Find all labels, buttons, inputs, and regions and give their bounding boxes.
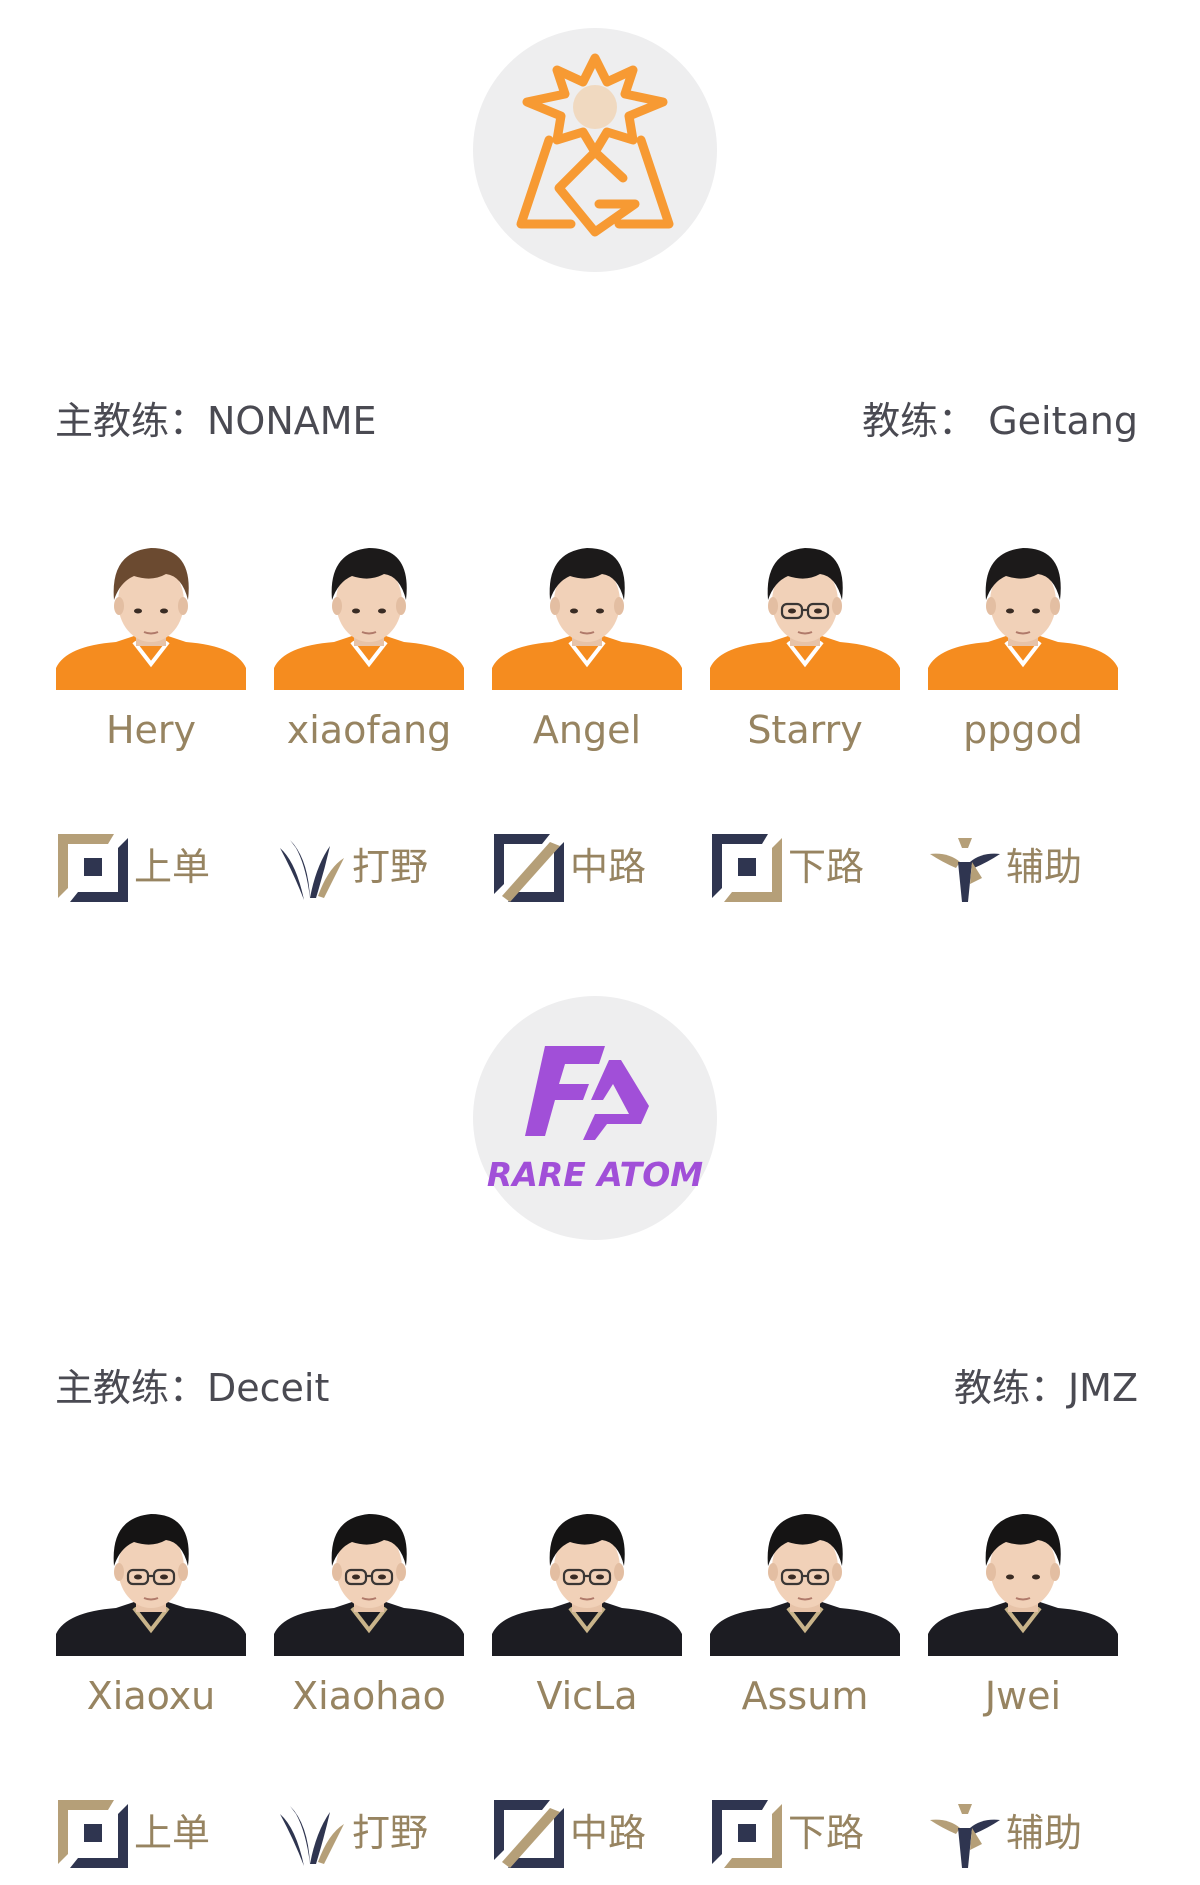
role-label: 打野: [352, 845, 429, 889]
player-name: VicLa: [536, 1674, 638, 1718]
role-top: 上单: [56, 1794, 256, 1874]
head-coach-label: 主教练：NONAME: [55, 399, 377, 443]
role-bot: 下路: [710, 828, 910, 908]
role-jungle: 打野: [274, 828, 474, 908]
role-top: 上单: [56, 828, 256, 908]
player-name: ppgod: [963, 708, 1083, 752]
role-label: 上单: [134, 845, 211, 889]
ultra-prime-logo-icon[interactable]: [473, 28, 717, 272]
player-roster: Xiaoxu Xiaohao VicLa Assum Jwei: [56, 1484, 1120, 1724]
mid-lane-icon: [492, 1798, 566, 1870]
player-name: Hery: [105, 708, 197, 752]
role-label: 中路: [570, 845, 647, 889]
role-jungle: 打野: [274, 1794, 474, 1874]
player-portrait: [274, 518, 464, 690]
role-mid: 中路: [492, 828, 692, 908]
player-card[interactable]: Hery: [56, 518, 246, 758]
player-card[interactable]: Assum: [710, 1484, 900, 1724]
player-card[interactable]: xiaofang: [274, 518, 464, 758]
player-portrait: [928, 518, 1118, 690]
player-portrait: [492, 1484, 682, 1656]
role-bot: 下路: [710, 1794, 910, 1874]
role-label: 打野: [352, 1811, 429, 1855]
player-portrait: [710, 1484, 900, 1656]
role-label: 辅助: [1006, 1811, 1083, 1855]
player-name: Starry: [747, 708, 863, 752]
player-name: Xiaoxu: [86, 1674, 216, 1718]
role-mid: 中路: [492, 1794, 692, 1874]
player-portrait: [274, 1484, 464, 1656]
player-portrait: [928, 1484, 1118, 1656]
player-card[interactable]: Jwei: [928, 1484, 1118, 1724]
rare-atom-logo-icon[interactable]: RARE ATOM: [473, 996, 717, 1240]
player-card[interactable]: ppgod: [928, 518, 1118, 758]
role-row: 上单 打野 中路 下路 辅助: [56, 828, 1120, 908]
player-portrait: [56, 518, 246, 690]
role-label: 上单: [134, 1811, 211, 1855]
role-row: 上单 打野 中路 下路 辅助: [56, 1794, 1120, 1874]
mid-lane-icon: [492, 832, 566, 904]
support-icon: [928, 1798, 1002, 1870]
player-card[interactable]: Xiaoxu: [56, 1484, 246, 1724]
coach-label: 教练：JMZ: [953, 1366, 1138, 1410]
player-name: Assum: [741, 1674, 869, 1718]
jungle-icon: [274, 1798, 348, 1870]
player-card[interactable]: Starry: [710, 518, 900, 758]
player-portrait: [710, 518, 900, 690]
jungle-icon: [274, 832, 348, 904]
coach-label: 教练： Geitang: [862, 399, 1138, 443]
role-support: 辅助: [928, 828, 1128, 908]
role-label: 辅助: [1006, 845, 1083, 889]
player-card[interactable]: VicLa: [492, 1484, 682, 1724]
head-coach-label: 主教练：Deceit: [55, 1366, 330, 1410]
player-card[interactable]: Xiaohao: [274, 1484, 464, 1724]
player-roster: Hery xiaofang Angel Starry ppgod: [56, 518, 1120, 758]
role-support: 辅助: [928, 1794, 1128, 1874]
rare-atom-logo-text: RARE ATOM: [487, 1155, 703, 1194]
player-portrait: [492, 518, 682, 690]
bot-lane-icon: [710, 1798, 784, 1870]
player-name: Angel: [532, 708, 642, 752]
player-card[interactable]: Angel: [492, 518, 682, 758]
top-lane-icon: [56, 1798, 130, 1870]
player-name: xiaofang: [286, 708, 452, 752]
role-label: 下路: [788, 1811, 865, 1855]
role-label: 下路: [788, 845, 865, 889]
player-name: Jwei: [984, 1674, 1062, 1718]
role-label: 中路: [570, 1811, 647, 1855]
player-name: Xiaohao: [292, 1674, 446, 1718]
top-lane-icon: [56, 832, 130, 904]
support-icon: [928, 832, 1002, 904]
player-portrait: [56, 1484, 246, 1656]
bot-lane-icon: [710, 832, 784, 904]
